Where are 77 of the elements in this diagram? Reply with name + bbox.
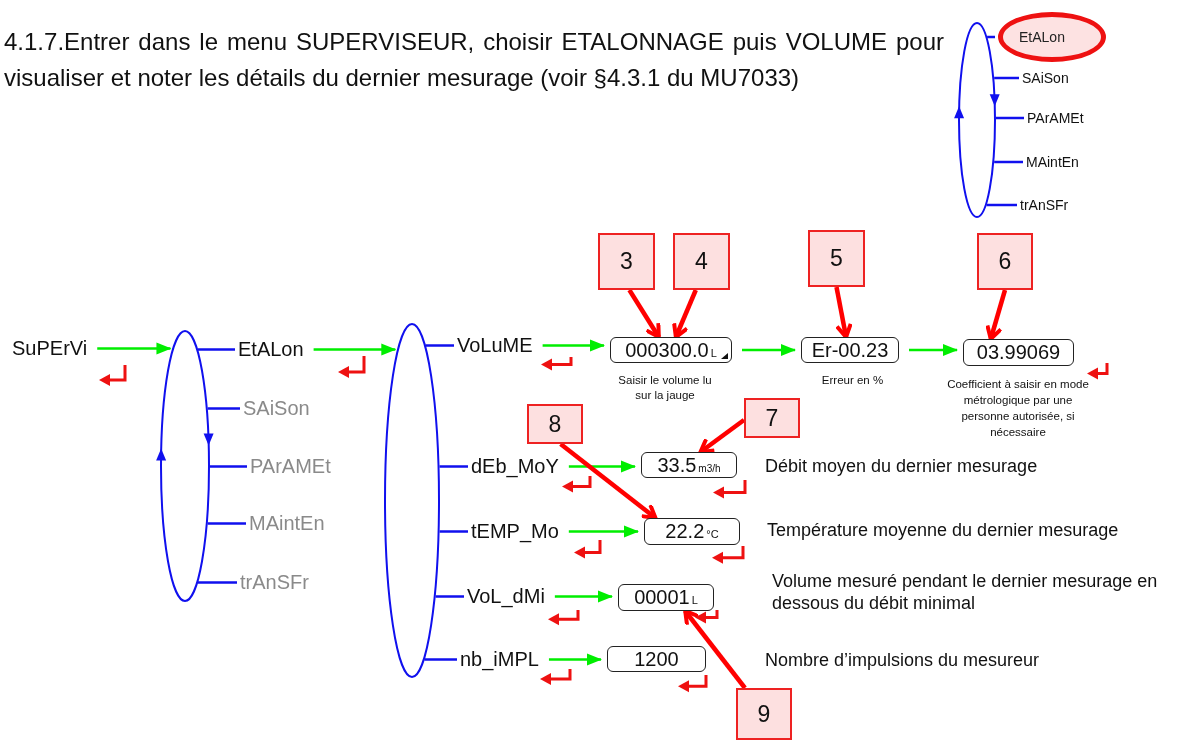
menu-item-label: trAnSFr	[240, 571, 309, 594]
arrow	[568, 460, 636, 473]
arrow	[542, 339, 605, 352]
description-text: Volume mesuré pendant le dernier mesurage en dessous du débit minimal	[772, 570, 1159, 614]
leader-arrow	[683, 609, 747, 690]
callout-number: 4	[673, 233, 730, 290]
description-text: Saisir le volume lu sur la jauge	[617, 373, 713, 403]
connector-line	[424, 658, 457, 661]
menu-item-label: SAiSon	[243, 397, 310, 420]
instruction-text: 4.1.7.Entrer dans le menu SUPERVISEUR, choisir ETALONNAGE puis VOLUME pour visualiser et noter les détails du dernier mesurage (voir §4.3.1 du MU7033)	[4, 27, 944, 93]
readout-value: 000300.0	[625, 339, 709, 361]
connector-line	[439, 530, 468, 533]
leader-arrow	[627, 288, 661, 339]
menu-item-label: VoL_dMi	[467, 585, 545, 608]
connector-line	[996, 116, 1024, 120]
menu-item-label: tEMP_Mo	[471, 520, 559, 543]
readout-unit: m3/h	[698, 463, 721, 474]
readout-value: 03.99069	[976, 341, 1061, 363]
readout-value: 22.2	[665, 520, 705, 542]
menu-item-label: EtALon	[1019, 29, 1065, 45]
menu-item-label: MAintEn	[1026, 154, 1079, 170]
menu-item-label: PArAMEt	[250, 455, 331, 478]
display-readout	[618, 584, 714, 611]
menu-item-label: trAnSFr	[1020, 197, 1069, 213]
display-readout	[963, 339, 1074, 366]
connector-line	[207, 522, 246, 525]
leader-arrow	[698, 418, 746, 454]
menu-item-label: SAiSon	[1022, 70, 1069, 86]
display-readout	[801, 337, 899, 363]
menu-loop-ellipse	[384, 323, 440, 678]
connector-line	[435, 595, 464, 598]
connector-line	[994, 76, 1019, 80]
description-text: Nombre d’impulsions du mesureur	[765, 649, 1041, 671]
readout-unit: L	[710, 347, 717, 359]
connector-line	[439, 465, 468, 468]
callout-number: 6	[977, 233, 1033, 290]
menu-item-label: SuPErVi	[12, 337, 88, 360]
menu-item-label: EtALon	[238, 338, 304, 361]
description-text: Débit moyen du dernier mesurage	[765, 455, 1039, 477]
display-readout	[641, 452, 737, 478]
description-text: Température moyenne du dernier mesurage	[767, 519, 1120, 541]
readout-value: 33.5	[657, 454, 697, 476]
description-text: Erreur en %	[820, 373, 885, 388]
display-readout	[607, 646, 706, 672]
readout-value: 00001	[634, 586, 690, 608]
leader-arrow	[985, 289, 1008, 341]
callout-number: 7	[744, 398, 800, 438]
display-readout	[610, 337, 732, 363]
leader-arrow	[559, 442, 658, 520]
arrow	[548, 653, 602, 666]
arrow	[97, 342, 172, 355]
leader-arrow	[834, 286, 853, 339]
arrow	[742, 344, 796, 356]
connector-line	[425, 344, 454, 347]
readout-unit: L	[691, 594, 698, 606]
readout-value: 1200	[634, 648, 679, 670]
arrow	[313, 343, 397, 356]
menu-item-label: MAintEn	[249, 512, 325, 535]
description-text: Coefficient à saisir en mode métrologique par une personne autorisée, si nécessaire	[946, 377, 1090, 440]
display-readout	[644, 518, 740, 545]
menu-item-label: PArAMEt	[1027, 110, 1084, 126]
readout-value: Er-00.23	[811, 339, 889, 361]
connector-line	[994, 160, 1023, 164]
arrow	[909, 344, 958, 356]
menu-item-label: nb_iMPL	[460, 648, 539, 671]
callout-number: 5	[808, 230, 865, 287]
arrow	[554, 590, 613, 603]
connector-line	[210, 465, 247, 468]
readout-unit: °C	[706, 528, 719, 540]
callout-number: 3	[598, 233, 655, 290]
callout-number: 8	[527, 404, 583, 444]
menu-item-label: VoLuME	[457, 334, 533, 357]
menu-item-label: dEb_MoY	[471, 455, 559, 478]
callout-number: 9	[736, 688, 792, 740]
arrow	[568, 525, 639, 538]
leader-arrow	[672, 289, 698, 339]
connector-line	[207, 407, 240, 410]
